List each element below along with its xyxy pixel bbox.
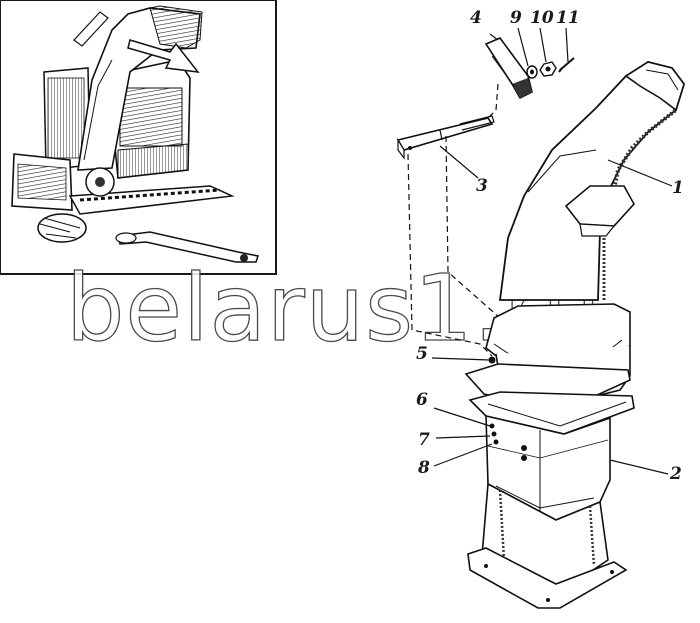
callout-10: 10	[530, 8, 554, 28]
callout-8: 8	[418, 458, 430, 478]
callout-2: 2	[670, 464, 682, 484]
part-2-lower-tube	[467, 414, 628, 609]
assembly-dashed-lines	[407, 83, 501, 357]
leader-lines	[431, 27, 673, 475]
callout-5: 5	[416, 344, 428, 364]
callout-11: 11	[556, 8, 580, 28]
flange-plates	[464, 363, 635, 435]
inset-machine-overview	[0, 0, 277, 275]
callout-9: 9	[510, 8, 522, 28]
callout-6: 6	[416, 390, 428, 410]
part-3-rod	[396, 115, 495, 160]
part-4-bracket	[484, 37, 533, 100]
callout-7: 7	[418, 430, 430, 450]
part-11-cotter-pin	[559, 57, 575, 71]
callout-1: 1	[672, 178, 684, 198]
callout-4: 4	[470, 8, 482, 28]
fastener-set-9-10-11	[526, 57, 575, 79]
part-1-discharge-spout	[485, 61, 685, 409]
callout-3: 3	[476, 176, 488, 196]
